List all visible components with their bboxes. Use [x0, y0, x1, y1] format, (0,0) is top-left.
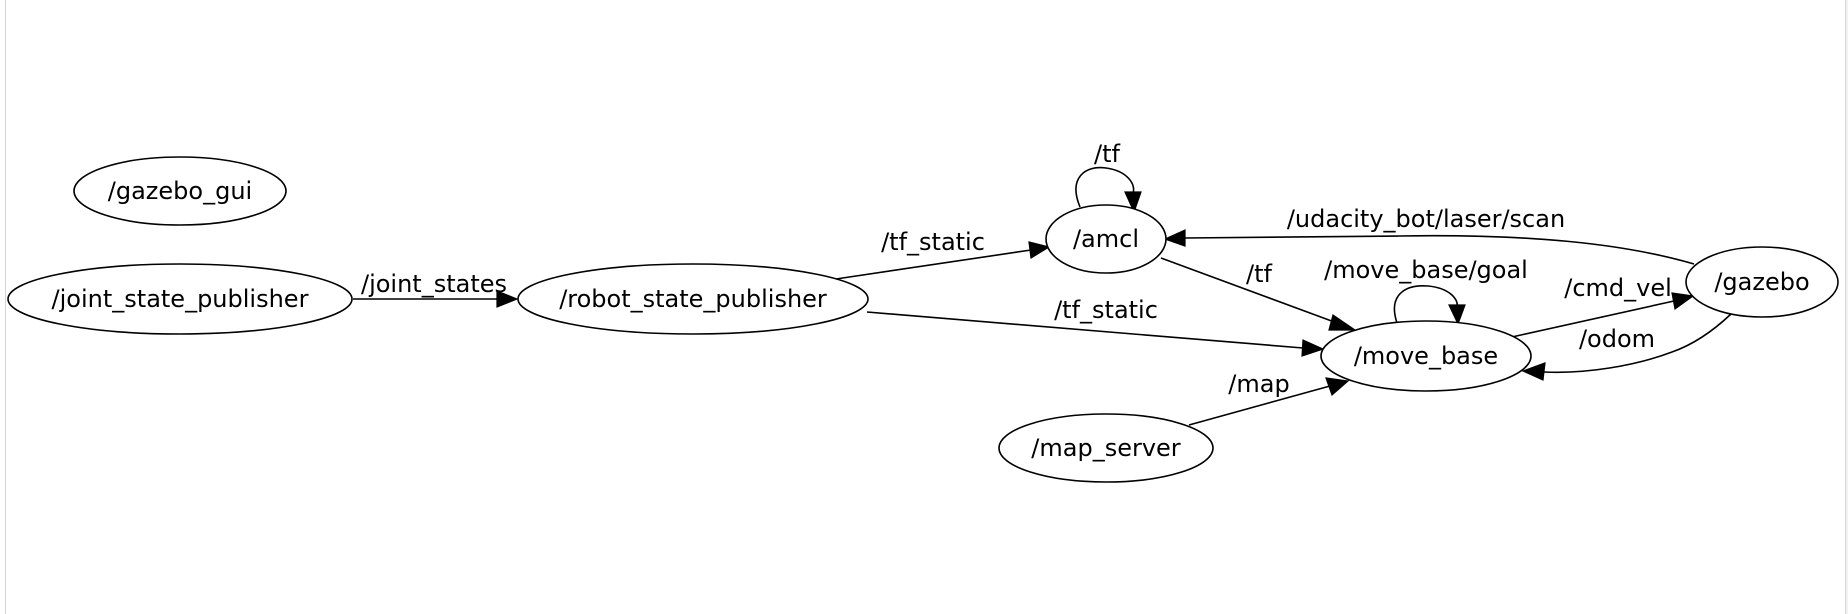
edge-label-map-server-to-move-base: /map [1228, 370, 1289, 398]
edge-label-gazebo-to-move-base: /odom [1579, 325, 1655, 353]
edge-move-base-to-gazebo[interactable] [1511, 292, 1695, 338]
edge-label-joint-states: /joint_states [361, 270, 507, 298]
edge-map-server-to-move-base[interactable] [1188, 377, 1350, 426]
edge-move-base-self-loop[interactable] [1393, 285, 1466, 326]
edge-amcl-self-loop[interactable] [1075, 166, 1142, 214]
edge-label-move-base-self: /move_base/goal [1324, 256, 1528, 284]
edge-label-amcl-to-move-base: /tf [1246, 260, 1272, 288]
edge-label-move-base-to-gazebo: /cmd_vel [1564, 274, 1672, 302]
edge-rsp-to-amcl[interactable] [835, 241, 1051, 280]
node-label-gazebo-gui: /gazebo_gui [108, 177, 252, 205]
node-label-gazebo: /gazebo [1714, 268, 1809, 296]
node-label-map-server: /map_server [1031, 434, 1181, 462]
edge-label-rsp-to-amcl: /tf_static [881, 228, 985, 256]
edge-amcl-to-move-base[interactable] [1160, 257, 1357, 331]
node-amcl[interactable]: /amcl [1045, 204, 1167, 274]
node-robot-state-publisher[interactable]: /robot_state_publisher [517, 263, 869, 335]
node-gazebo-gui[interactable]: /gazebo_gui [73, 156, 287, 226]
edge-rsp-to-move-base[interactable] [866, 311, 1325, 357]
edge-gazebo-to-move-base[interactable] [1521, 313, 1732, 381]
edge-joint-states[interactable] [353, 290, 519, 308]
node-joint-state-publisher[interactable]: /joint_state_publisher [7, 263, 353, 335]
node-label-joint-state-publisher: /joint_state_publisher [52, 285, 309, 313]
edge-label-amcl-self: /tf [1094, 140, 1120, 168]
left-frame-border [0, 0, 6, 614]
node-gazebo[interactable]: /gazebo [1685, 246, 1839, 318]
node-label-amcl: /amcl [1073, 225, 1139, 253]
edge-label-gazebo-to-amcl: /udacity_bot/laser/scan [1287, 205, 1565, 233]
node-label-robot-state-publisher: /robot_state_publisher [559, 285, 827, 313]
node-move-base[interactable]: /move_base [1320, 320, 1532, 392]
node-label-move-base: /move_base [1354, 342, 1498, 370]
edge-gazebo-to-amcl[interactable] [1163, 229, 1695, 265]
edge-label-rsp-to-move-base: /tf_static [1054, 296, 1158, 324]
right-frame-border [1845, 0, 1848, 614]
node-map-server[interactable]: /map_server [998, 413, 1214, 483]
